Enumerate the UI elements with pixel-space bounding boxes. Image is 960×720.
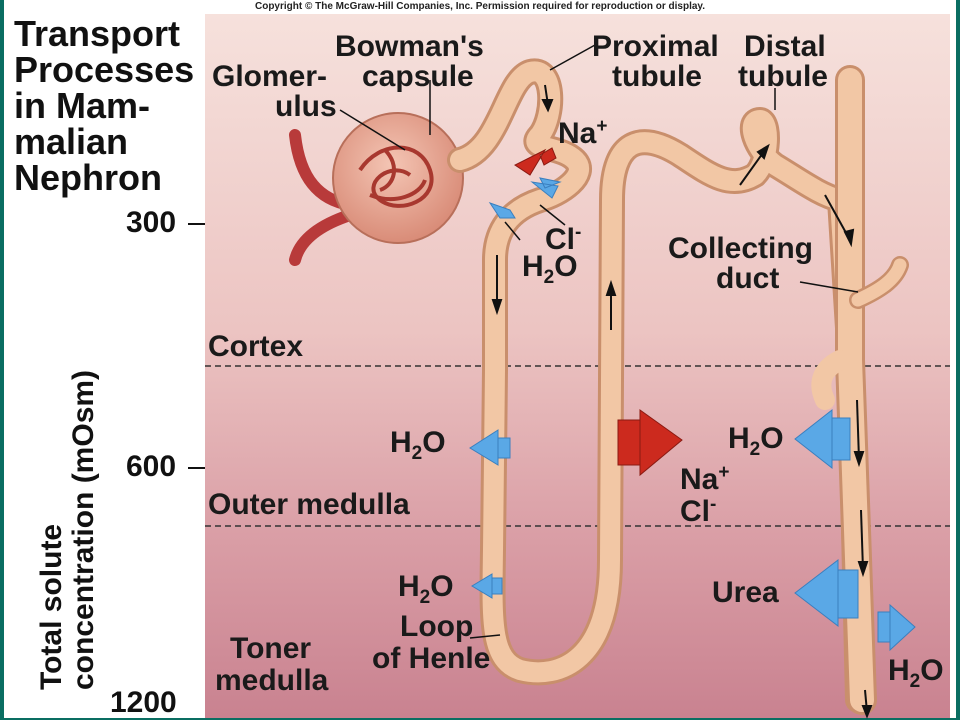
label-na-proximal: Na+	[558, 116, 608, 150]
label-cl-ascending: Cl-	[680, 494, 717, 528]
label-h2o-proximal: H2O	[522, 250, 578, 289]
collecting-duct-bulge	[811, 350, 850, 410]
label-proximal-1: Proximal	[592, 30, 719, 63]
label-h2o-descending: H2O	[390, 426, 446, 465]
tick-label-1200: 1200	[110, 686, 177, 719]
efferent-arteriole	[289, 209, 356, 266]
water-arrows	[469, 177, 916, 652]
label-urea: Urea	[712, 576, 779, 609]
label-proximal-2: tubule	[612, 60, 702, 93]
flow-arrows	[491, 84, 873, 719]
label-bowmans-2: capsule	[362, 60, 474, 93]
salt-arrows	[514, 147, 683, 477]
title-line: Transport	[14, 13, 181, 54]
tick-label-600: 600	[126, 450, 177, 483]
title-line: Processes	[14, 49, 195, 90]
label-cl-proximal: Cl-	[545, 222, 582, 256]
y-axis-label: Total solute concentration (mOsm)	[35, 369, 100, 690]
label-h2o-inner-collecting: H2O	[888, 654, 944, 693]
bowmans-capsule	[332, 112, 464, 244]
zone-label-inner-medulla-1: Toner	[230, 632, 312, 665]
zone-label-cortex: Cortex	[208, 330, 304, 363]
label-loop-1: Loop	[400, 610, 474, 643]
copyright-notice: Copyright © The McGraw-Hill Companies, I…	[254, 1, 706, 12]
title-line: Nephron	[14, 157, 162, 198]
figure-title: Transport Processes in Mam- malian Nephr…	[14, 16, 194, 196]
tick-label-300: 300	[126, 206, 177, 239]
label-h2o-inner-descending: H2O	[398, 570, 454, 609]
collecting-duct-branch-fill	[851, 258, 907, 307]
title-line: malian	[14, 121, 129, 162]
zone-label-inner-medulla-2: medulla	[215, 664, 329, 697]
label-bowmans-1: Bowman's	[335, 30, 484, 63]
zone-label-outer-medulla: Outer medulla	[208, 488, 410, 521]
label-na-ascending: Na+	[680, 462, 730, 496]
label-distal-2: tubule	[738, 60, 828, 93]
title-line: in Mam-	[14, 85, 151, 126]
label-glomerulus-1: Glomer-	[212, 60, 328, 93]
label-glomerulus-2: ulus	[275, 90, 337, 123]
y-axis-label-line2: concentration (mOsm)	[67, 369, 100, 690]
label-collecting-1: Collecting	[668, 232, 814, 265]
glomerulus-capillaries	[358, 145, 434, 208]
label-h2o-collecting: H2O	[728, 422, 784, 461]
leader-lines	[339, 44, 859, 639]
label-loop-2: of Henle	[372, 642, 491, 675]
nephron-tubule	[450, 61, 868, 710]
label-distal-1: Distal	[744, 30, 826, 63]
y-axis-label-line1: Total solute	[35, 523, 68, 690]
label-collecting-2: duct	[716, 262, 780, 295]
